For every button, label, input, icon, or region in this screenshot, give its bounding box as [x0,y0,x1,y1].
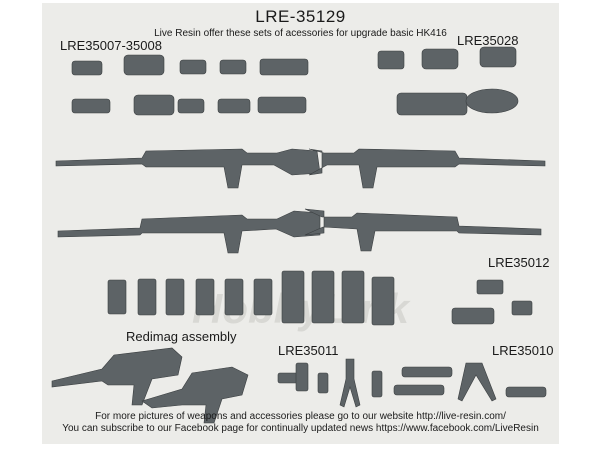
rifle-row-2 [57,208,542,254]
optic-scope-3 [133,94,175,116]
optic-sight-4 [71,98,111,114]
magazine-10 [371,276,395,326]
label-nightvision-set: LRE35028 [457,33,519,48]
label-magazines-set: LRE35012 [488,255,550,270]
bipod-parts [393,362,547,402]
nv-device-lens [465,88,519,114]
redimag-rifle-1 [51,347,183,406]
optics-row-bottom [71,94,307,116]
optics-row-top [71,54,309,76]
nightvision-parts [377,46,519,116]
nv-part-3 [479,46,517,68]
model-renders: HobbyLink [51,46,547,424]
magazine-3 [165,278,185,316]
magazine-row [107,270,395,326]
optic-holo-sight [217,98,251,114]
nv-part-1 [377,50,405,70]
rifle-right-2 [304,208,542,252]
optic-sight-3 [219,59,247,75]
product-subtitle: Live Resin offer these sets of acessorie… [154,28,447,39]
grip-bipod [339,358,361,408]
laser-module-1 [476,279,504,295]
bipod-legs [457,362,497,402]
label-redimag-assembly: Redimag assembly [126,329,237,344]
rifle-left-2 [57,210,321,254]
magazine-8 [311,270,335,324]
laser-module-2 [451,307,495,325]
laser-module-3 [511,300,533,316]
label-grips-set: LRE35011 [278,343,339,358]
bipod-scope-2 [393,384,445,396]
rifle-right-1 [308,148,546,189]
magazine-1 [107,279,127,315]
optic-scope-1 [123,54,165,76]
optic-scope-4 [257,96,307,114]
footer-website-note: For more pictures of weapons and accesso… [95,411,506,422]
optic-sight-5 [177,98,205,114]
rifle-left-1 [55,148,321,189]
laser-modules [451,279,533,325]
optic-sight-1 [71,60,103,76]
footer-facebook-note: You can subscribe to our Facebook page f… [62,423,539,434]
optic-scope-2 [259,58,309,76]
nv-device-body [396,92,468,116]
grip-parts [277,358,383,408]
magazine-2 [137,278,157,316]
magazine-7 [281,270,305,324]
redimag-rifle-2 [141,366,249,424]
bipod-scope-3 [505,386,547,398]
magazine-4 [195,278,215,316]
grip-short [317,372,329,394]
magazine-6 [253,278,273,316]
magazine-5 [224,278,244,316]
magazine-9 [341,270,365,324]
bipod-scope-1 [401,366,453,378]
grip-vertical-2 [371,370,383,398]
optic-sight-2 [179,59,207,75]
label-bipod-set: LRE35010 [492,343,554,358]
grip-vertical-1 [295,362,309,392]
rifle-row-1 [55,148,546,189]
product-panel: LRE-35129 Live Resin offer these sets of… [42,3,559,444]
product-title: LRE-35129 [255,7,346,26]
redimag-assembly-renders [51,347,249,424]
nv-part-2 [421,48,459,70]
label-optics-set: LRE35007-35008 [60,38,162,53]
